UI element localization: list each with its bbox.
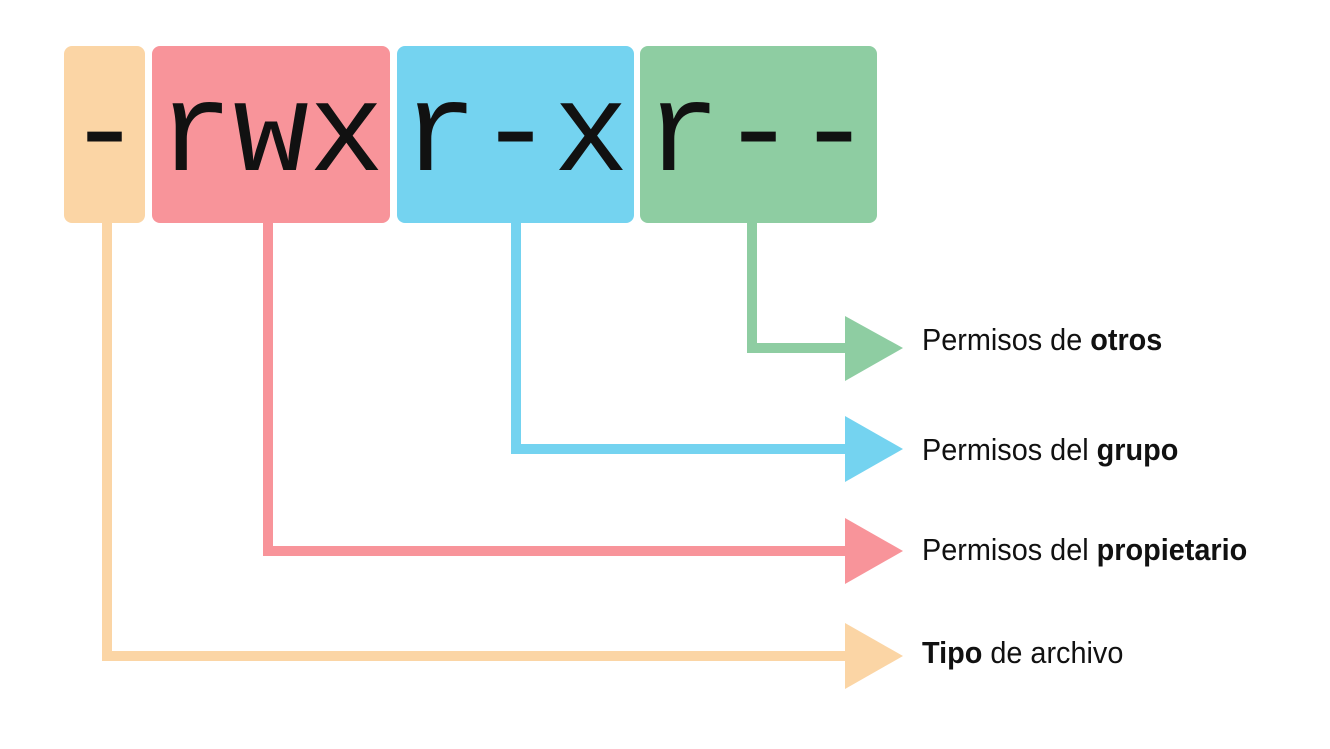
- owner-connector-line: [263, 223, 848, 556]
- label-owner: Permisos del propietario: [922, 532, 1248, 567]
- label-others: Permisos de otros: [922, 322, 1163, 357]
- file-type-chars: -: [66, 64, 143, 208]
- others-permissions-block: r--: [640, 46, 877, 223]
- group-connector: [511, 223, 903, 482]
- owner-permissions-chars: rwx: [157, 64, 385, 208]
- others-connector: [747, 223, 903, 381]
- group-arrowhead-icon: [845, 416, 903, 482]
- type-connector-line: [102, 223, 848, 661]
- type-arrowhead-icon: [845, 623, 903, 689]
- group-permissions-chars: r-x: [402, 64, 629, 208]
- group-connector-line: [511, 223, 848, 454]
- owner-arrowhead-icon: [845, 518, 903, 584]
- file-type-block: -: [64, 46, 145, 223]
- label-type: Tipo de archivo: [922, 635, 1124, 670]
- others-permissions-chars: r--: [645, 64, 872, 208]
- type-connector: [102, 223, 903, 689]
- group-permissions-block: r-x: [397, 46, 634, 223]
- others-arrowhead-icon: [845, 316, 903, 381]
- owner-permissions-block: rwx: [152, 46, 390, 223]
- label-group: Permisos del grupo: [922, 432, 1179, 467]
- others-connector-line: [747, 223, 848, 353]
- owner-connector: [263, 223, 903, 584]
